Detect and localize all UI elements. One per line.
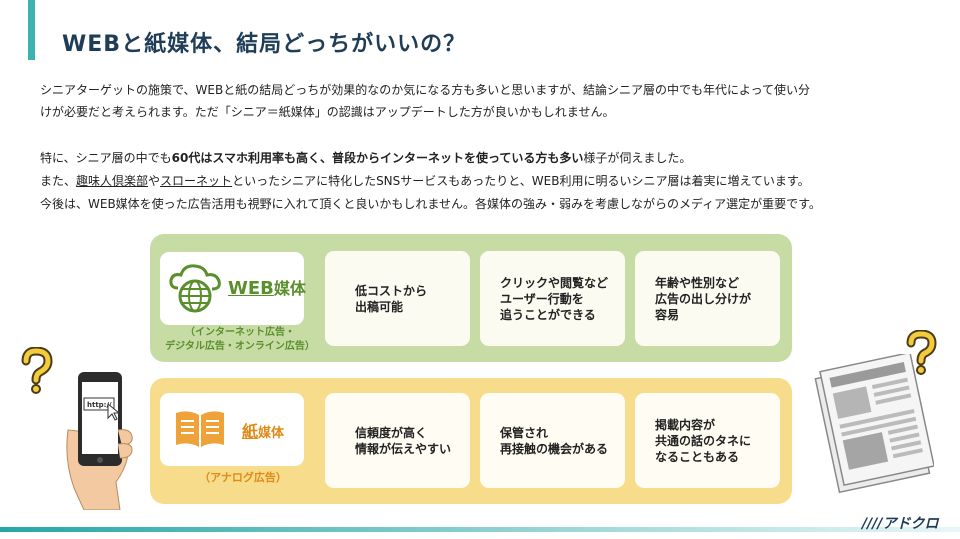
newspaper-illustration <box>814 354 934 494</box>
web-subtitle-line-2: デジタル広告・オンライン広告） <box>165 341 315 352</box>
paper-media-label: 紙媒体 <box>242 418 284 442</box>
web-merit-card-1: 低コストから 出稿可能 <box>325 251 470 346</box>
web-merit-text-2: クリックや閲覧など ユーザー行動を 追うことができる <box>500 275 609 322</box>
detail-line-1-pre: 特に、シニア層の中でも <box>40 151 172 165</box>
footer-accent-line <box>0 527 960 532</box>
paper-merit-text-2: 保管され 再接触の機会がある <box>500 425 609 456</box>
phone-url-text: http:// <box>87 401 112 409</box>
web-media-label: WEB媒体 <box>228 275 306 299</box>
link-shumijin-club[interactable]: 趣味人倶楽部 <box>76 174 149 188</box>
web-logo-box <box>160 252 304 325</box>
detail-line-2-post: といったシニアに特化したSNSサービスもあったりと、WEB利用に明るいシニア層は… <box>232 174 810 188</box>
cloud-globe-icon <box>169 264 221 313</box>
open-book-icon <box>176 411 224 447</box>
paper-logo-box <box>160 393 304 466</box>
intro-line-2: けが必要だと考えられます。ただ「シニア＝紙媒体」の認識はアップデートした方が良い… <box>40 105 615 119</box>
web-media-subtitle: （インターネット広告・ デジタル広告・オンライン広告） <box>160 326 320 354</box>
web-label-small: 媒体 <box>273 279 306 298</box>
paper-merit-card-3: 掲載内容が 共通の話のタネに なることもある <box>635 393 780 488</box>
detail-line-1-bold: 60代はスマホ利用率も高く、普段からインターネットを使っている方も多い <box>171 151 584 165</box>
paper-merit-card-2: 保管され 再接触の機会がある <box>480 393 625 488</box>
question-mark-icon-right <box>906 330 937 375</box>
detail-line-1: 特に、シニア層の中でも60代はスマホ利用率も高く、普段からインターネットを使って… <box>40 147 691 170</box>
paper-label-small: 媒体 <box>258 426 285 441</box>
hand-holding-smartphone-illustration: http:// <box>66 372 133 510</box>
brand-logo: ////アドクロ <box>862 516 939 532</box>
page-title: WEBと紙媒体、結局どっちがいいの？ <box>62 32 467 57</box>
paper-media-subtitle: （アナログ広告） <box>199 471 287 484</box>
web-subtitle-line-1: （インターネット広告・ <box>185 327 295 338</box>
web-label-big: WEB <box>228 278 274 299</box>
paper-merit-text-3: 掲載内容が 共通の話のタネに なることもある <box>655 417 752 464</box>
detail-line-2-mid: や <box>148 174 161 188</box>
paper-merit-card-1: 信頼度が高く 情報が伝えやすい <box>325 393 470 488</box>
web-merit-card-2: クリックや閲覧など ユーザー行動を 追うことができる <box>480 251 625 346</box>
detail-line-2-pre: また、 <box>40 174 77 188</box>
detail-line-2: また、趣味人倶楽部やスローネットといったシニアに特化したSNSサービスもあったり… <box>40 170 810 193</box>
question-mark-icon-left <box>21 347 53 394</box>
web-merit-card-3: 年齢や性別など 広告の出し分けが 容易 <box>635 251 780 346</box>
web-merit-text-3: 年齢や性別など 広告の出し分けが 容易 <box>655 275 752 322</box>
detail-line-1-post: 様子が伺えました。 <box>583 151 692 165</box>
paper-merit-text-1: 信頼度が高く 情報が伝えやすい <box>355 425 452 456</box>
intro-line-1: シニアターゲットの施策で、WEBと紙の結局どっちが効果的なのか気になる方も多いと… <box>40 83 811 97</box>
title-accent-bar <box>28 0 35 60</box>
paper-label-big: 紙 <box>242 422 259 441</box>
detail-line-3: 今後は、WEB媒体を使った広告活用も視野に入れて頂くと良いかもしれません。各媒体… <box>40 197 821 211</box>
link-slownet[interactable]: スローネット <box>160 174 233 188</box>
web-merit-text-1: 低コストから 出稿可能 <box>355 283 428 314</box>
